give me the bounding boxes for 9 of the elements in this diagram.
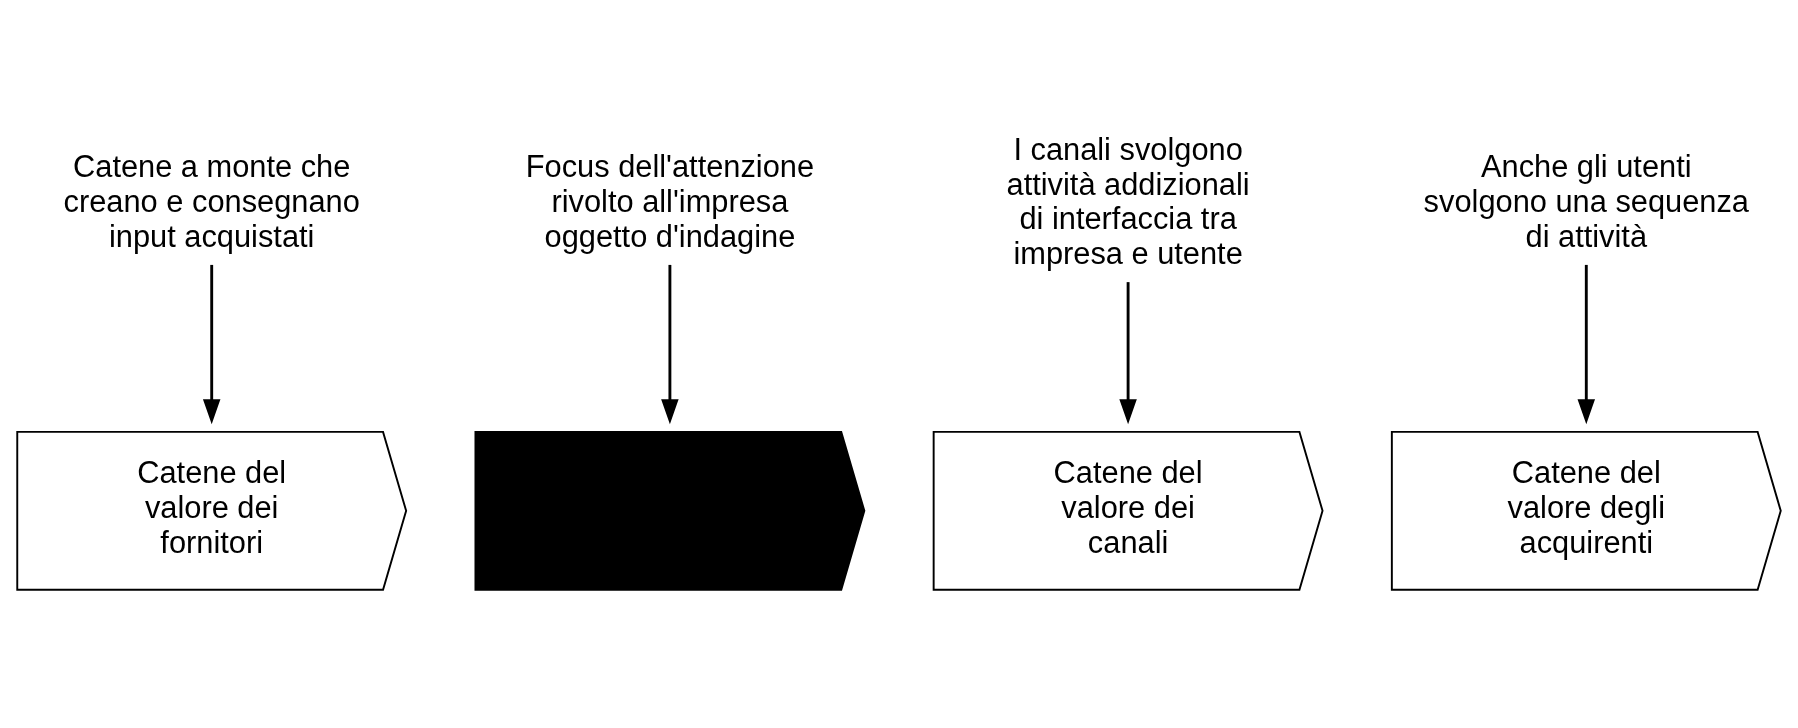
node-text: Anche gli utenti svolgono una sequenza di attività	[1423, 148, 1749, 254]
arrow	[1577, 264, 1596, 424]
arrow	[1119, 281, 1137, 424]
node-text: Focus dell'attenzione rivolto all'impresa oggetto d'indagine	[525, 148, 815, 254]
node-text: Catene a monte che creano e consegnano input acquistati	[63, 148, 360, 254]
arrow	[202, 264, 221, 424]
node-text: I canali svolgono attività addizionali di interfaccia tra impresa e utente	[1006, 131, 1250, 271]
node-chevron	[474, 430, 866, 591]
arrow	[661, 264, 679, 424]
